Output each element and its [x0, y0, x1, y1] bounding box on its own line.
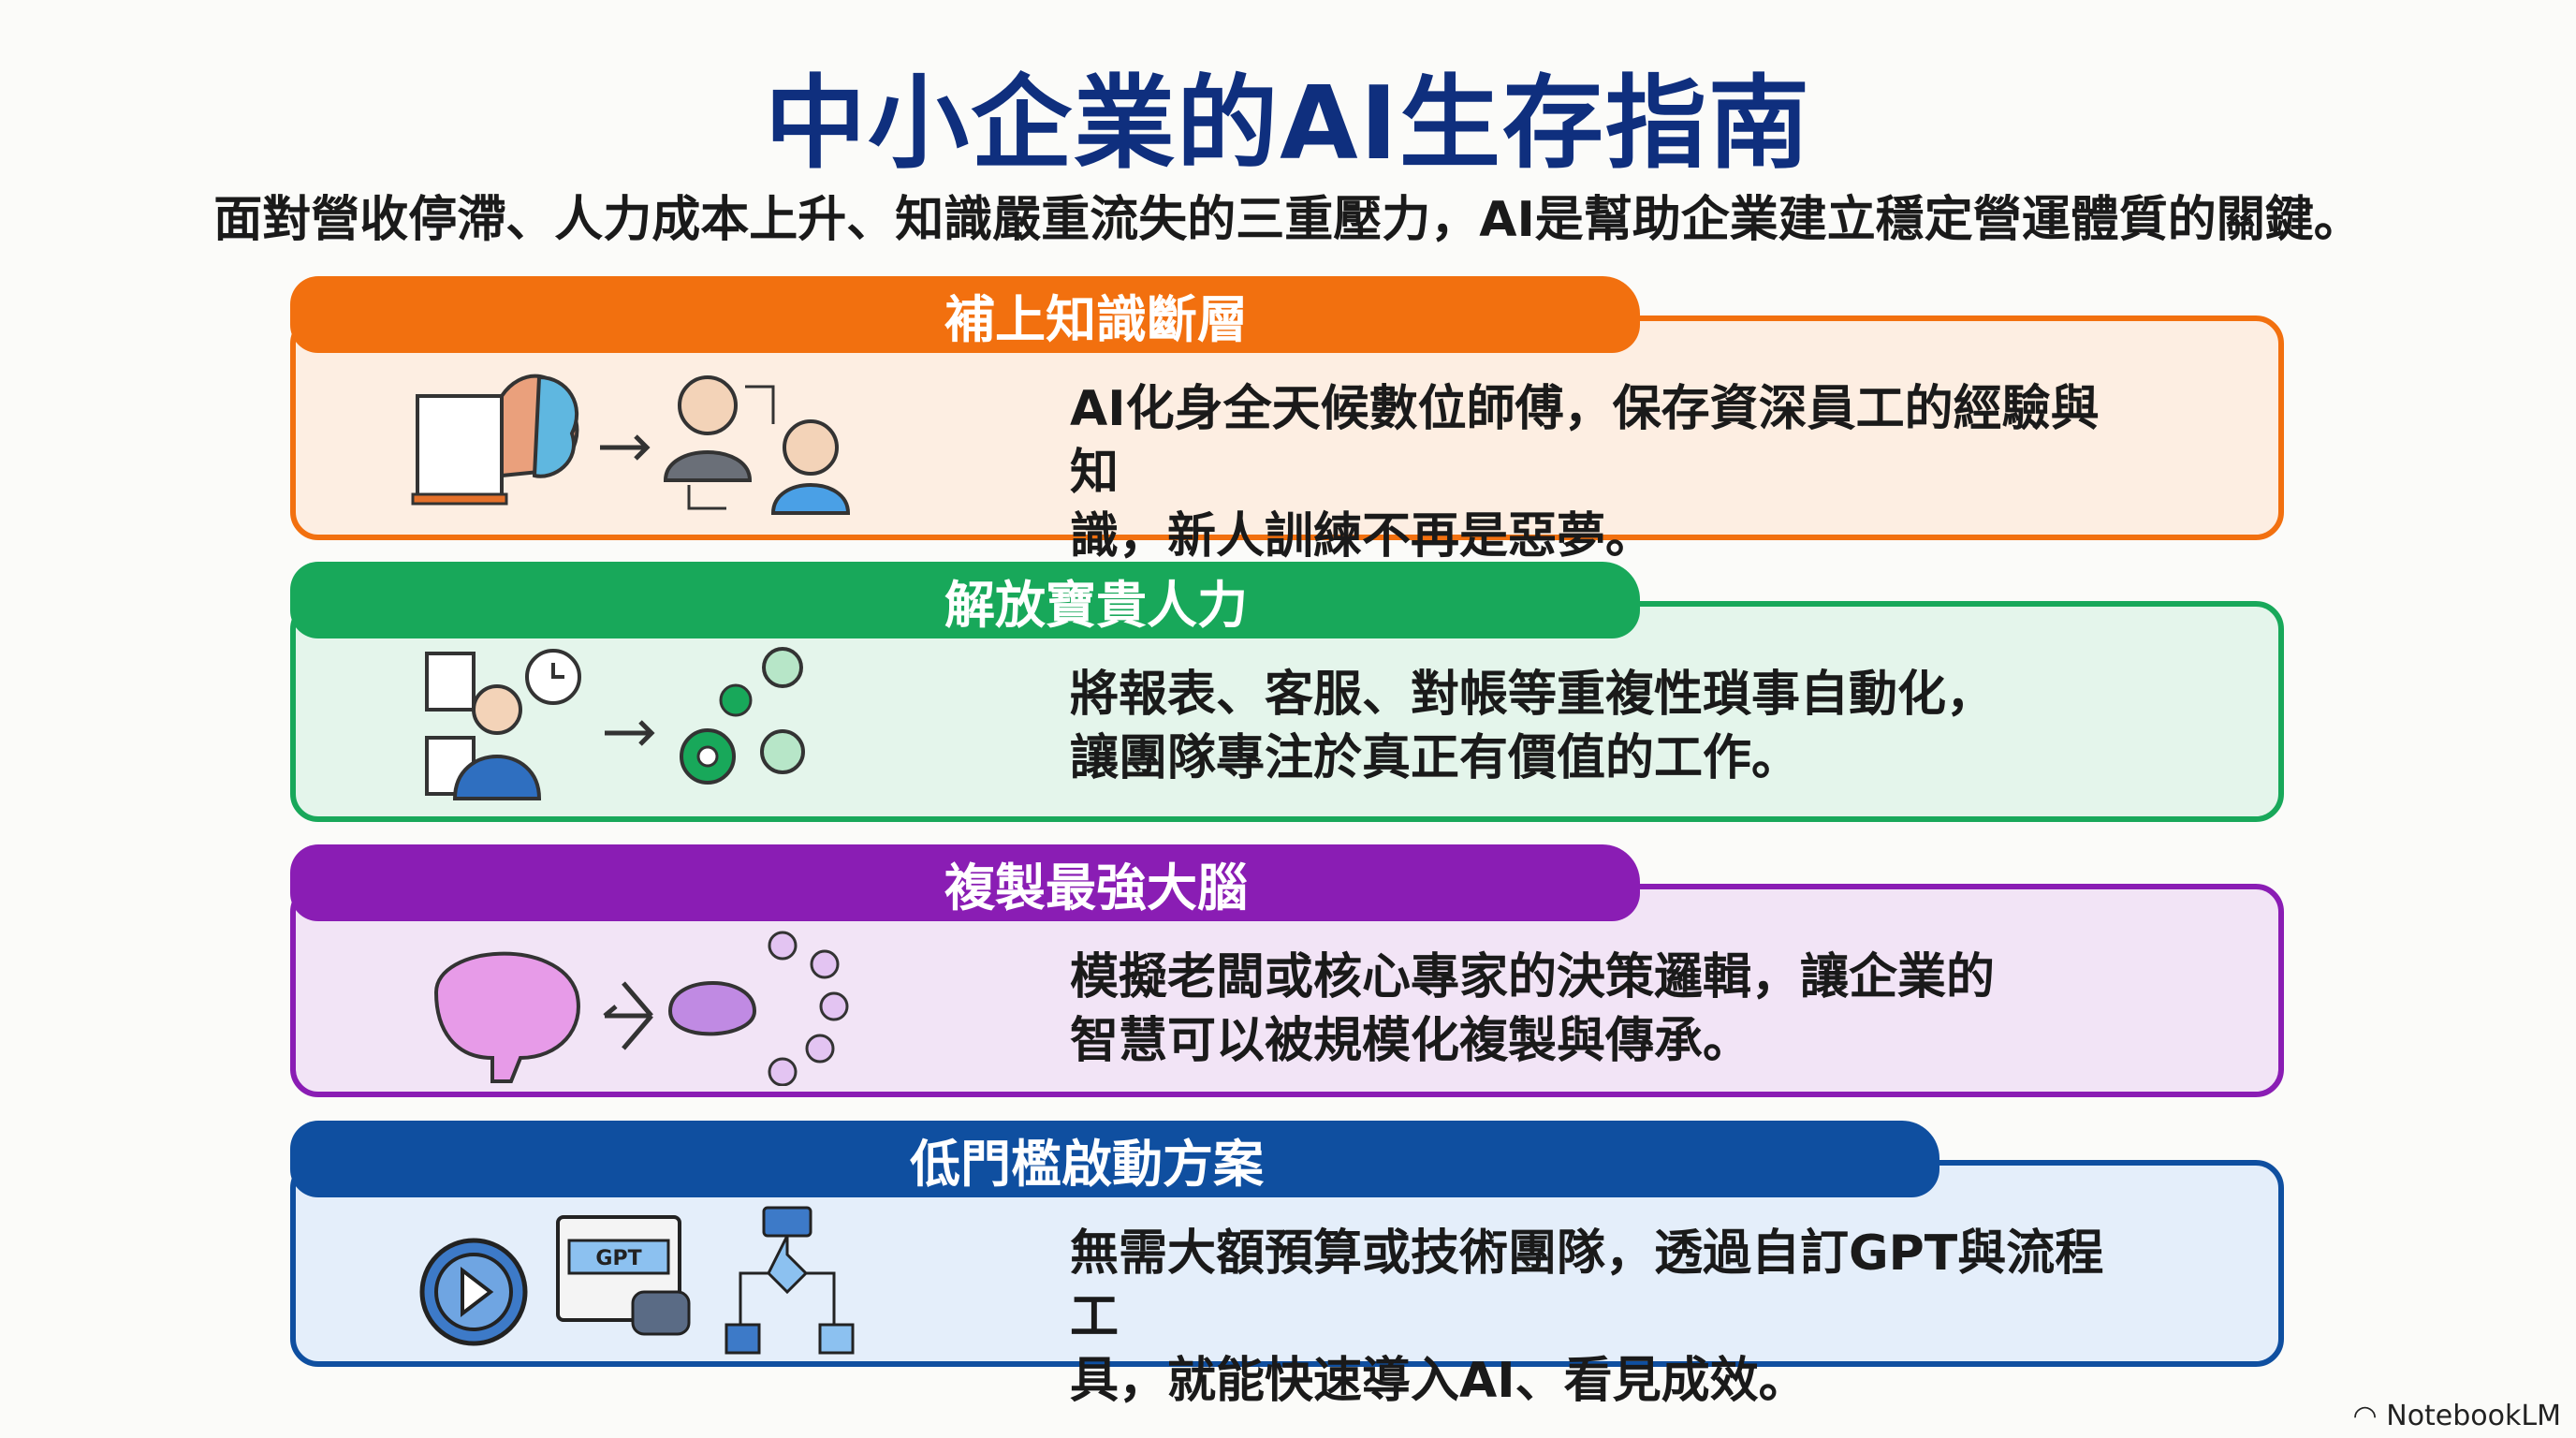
card-heading: 複製最強大腦: [944, 858, 1248, 917]
card-heading: 補上知識斷層: [944, 289, 1248, 349]
brain-network-icon: [433, 931, 849, 1086]
card-description: AI化身全天候數位師傅，保存資深員工的經驗與知 識，新人訓練不再是惡夢。: [1070, 377, 2146, 568]
description-line: 具，就能快速導入AI、看見成效。: [1070, 1353, 1808, 1409]
book-brain-to-mentor-icon: [411, 374, 851, 515]
watermark-text: NotebookLM: [2386, 1400, 2561, 1432]
page-subtitle: 面對營收停滯、人力成本上升、知識嚴重流失的三重壓力，AI是幫助企業建立穩定營運體…: [213, 192, 2363, 248]
card-heading: 解放寶貴人力: [944, 575, 1248, 635]
card-heading-tab: 複製最強大腦: [290, 844, 1640, 921]
play-gpt-flowchart-icon: GPT: [419, 1206, 855, 1355]
card-free-labor: 將報表、客服、對帳等重複性瑣事自動化， 讓團隊專注於真正有價值的工作。 解放寶貴…: [290, 562, 2284, 822]
description-line: 讓團隊專注於真正有價值的工作。: [1070, 730, 1801, 786]
description-line: AI化身全天候數位師傅，保存資深員工的經驗與知: [1070, 381, 2100, 501]
page-title: 中小企業的AI生存指南: [765, 66, 1811, 183]
description-line: 模擬老闆或核心專家的決策邏輯，讓企業的: [1070, 949, 1996, 1005]
card-heading: 低門檻啟動方案: [910, 1134, 1264, 1194]
card-description: 將報表、客服、對帳等重複性瑣事自動化， 讓團隊專注於真正有價值的工作。: [1070, 663, 2146, 790]
card-heading-tab: 低門檻啟動方案: [290, 1121, 1939, 1197]
card-knowledge-gap: AI化身全天候數位師傅，保存資深員工的經驗與知 識，新人訓練不再是惡夢。 補上知…: [290, 276, 2284, 565]
card-body: AI化身全天候數位師傅，保存資深員工的經驗與知 識，新人訓練不再是惡夢。: [290, 315, 2284, 565]
worker-automation-gears-icon: [425, 647, 805, 800]
card-description: 模擬老闆或核心專家的決策邏輯，讓企業的 智慧可以被規模化複製與傳承。: [1070, 946, 2146, 1073]
notebooklm-watermark: ◠ NotebookLM: [2352, 1400, 2561, 1432]
description-line: 將報表、客服、對帳等重複性瑣事自動化，: [1070, 667, 1996, 723]
card-description: 無需大額預算或技術團隊，透過自訂GPT與流程工 具，就能快速導入AI、看見成效。: [1070, 1222, 2146, 1413]
description-line: 智慧可以被規模化複製與傳承。: [1070, 1013, 1752, 1069]
card-low-barrier: GPT 無需大額預算或技術團隊，透過自訂GPT與流程工 具，就能快速導入AI、看…: [290, 1121, 2284, 1409]
gpt-label: GPT: [595, 1247, 641, 1270]
description-line: 識，新人訓練不再是惡夢。: [1070, 508, 1655, 565]
card-clone-brain: 模擬老闆或核心專家的決策邏輯，讓企業的 智慧可以被規模化複製與傳承。 複製最強大…: [290, 844, 2284, 1097]
description-line: 無需大額預算或技術團隊，透過自訂GPT與流程工: [1070, 1225, 2104, 1345]
card-heading-tab: 解放寶貴人力: [290, 562, 1640, 638]
card-heading-tab: 補上知識斷層: [290, 276, 1640, 353]
